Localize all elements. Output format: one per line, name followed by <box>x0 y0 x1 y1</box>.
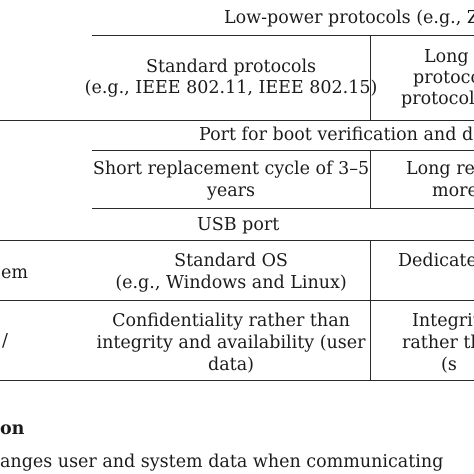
section-fragment: on <box>0 419 25 439</box>
long-protocols-line1: Long <box>424 47 469 67</box>
confidentiality-line2: integrity and availability (user <box>96 333 366 353</box>
long-replacement-line1: Long re <box>406 159 474 179</box>
table-rule <box>92 35 474 37</box>
body-text-fragment: anges user and system data when communic… <box>0 452 444 472</box>
short-replacement-line1: Short replacement cycle of 3–5 <box>92 159 370 179</box>
integrity-line1: Integrit <box>412 311 474 331</box>
long-replacement-line2: more <box>432 181 474 201</box>
security-row-label: / <box>2 331 8 351</box>
table-rule <box>92 150 474 152</box>
short-replacement-line2: years <box>206 181 256 201</box>
lowpower-protocols-header: Low-power protocols (e.g., Z <box>224 8 474 28</box>
confidentiality-line1: Confidentiality rather than <box>112 311 350 331</box>
long-protocols-line3: protocols <box>401 89 474 109</box>
usb-port: USB port <box>197 215 280 235</box>
confidentiality-line3: data) <box>208 355 254 375</box>
column-divider <box>370 300 372 380</box>
table-rule <box>0 240 474 242</box>
column-divider <box>370 35 372 120</box>
column-divider <box>370 240 372 300</box>
dedicated-os: Dedicate <box>398 251 474 271</box>
integrity-line2: rather th <box>402 333 474 353</box>
table-rule <box>0 120 474 122</box>
port-boot-verification: Port for boot verification and de <box>199 125 474 145</box>
standard-protocols-line2: (e.g., IEEE 802.11, IEEE 802.15) <box>84 78 378 98</box>
standard-os-line2: (e.g., Windows and Linux) <box>115 273 347 293</box>
integrity-line3: (s <box>441 355 457 375</box>
long-protocols-line2: protoco <box>413 68 474 88</box>
standard-os-line1: Standard OS <box>174 251 288 271</box>
os-row-label: em <box>1 263 28 283</box>
column-divider <box>370 150 372 208</box>
table-rule <box>0 300 474 302</box>
table-rule <box>92 208 474 210</box>
table-bottom-rule <box>0 380 474 382</box>
standard-protocols-line1: Standard protocols <box>145 57 317 77</box>
